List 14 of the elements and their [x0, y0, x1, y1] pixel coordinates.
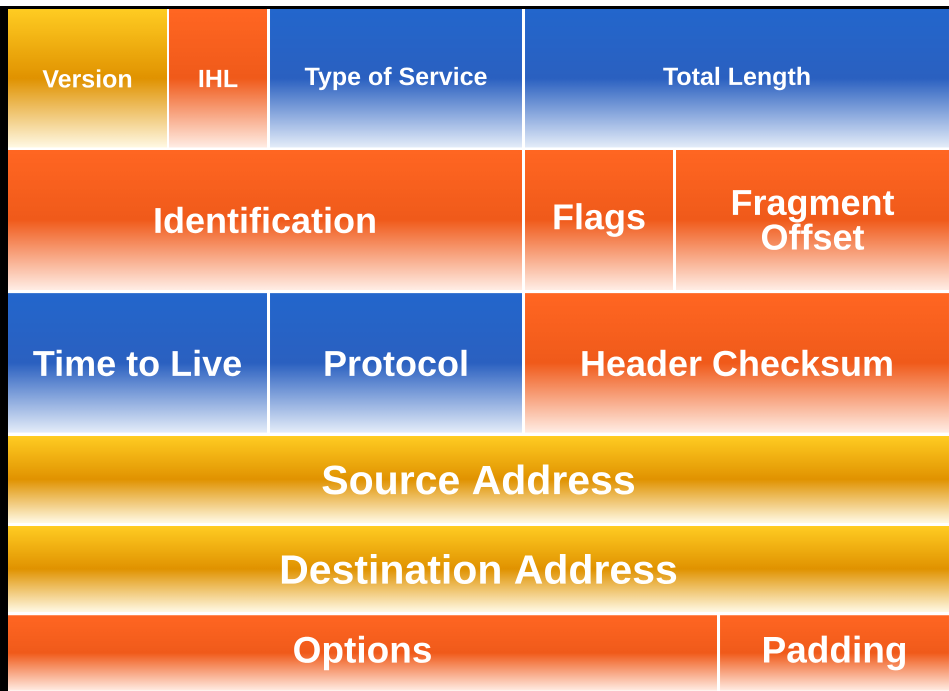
header-field: Padding — [764, 636, 906, 670]
header-field: Destination Address — [282, 554, 676, 584]
header-field: Type of Service — [304, 66, 487, 90]
header-field: Protocol — [325, 350, 466, 376]
header-field: Header Checksum — [582, 350, 892, 376]
header-field: Time to Live — [33, 350, 241, 376]
header-field: Total Length — [663, 66, 810, 90]
header-field: Fragment Offset — [732, 190, 894, 250]
header-field: Flags — [554, 203, 645, 237]
header-field: Options — [294, 636, 431, 670]
header-field: Identification — [155, 206, 375, 234]
header-field: Source Address — [322, 464, 634, 495]
header-field: Version — [42, 69, 132, 88]
header-field: IHL — [200, 70, 238, 88]
